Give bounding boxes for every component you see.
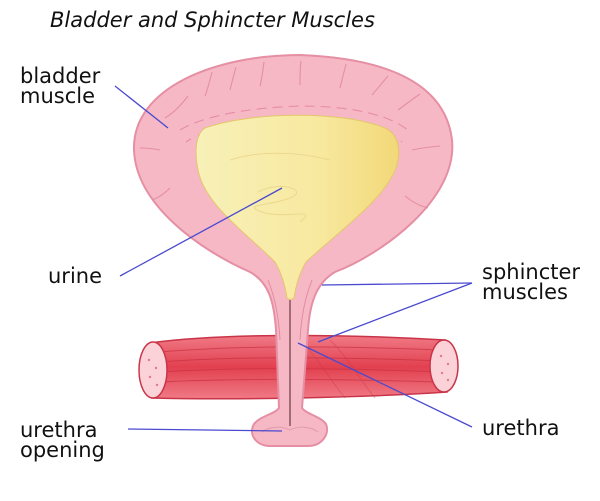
urine <box>195 114 400 300</box>
leader-sphincter-upper <box>321 282 473 286</box>
sphincter-muscle-fibers <box>267 279 313 341</box>
leader-urethra <box>297 342 473 428</box>
leader-urethra-opening <box>127 428 283 432</box>
label-urethra-opening: urethra opening <box>20 418 105 462</box>
leader-sphincter-lower <box>317 282 473 343</box>
diagram-title: Bladder and Sphincter Muscles <box>50 8 375 32</box>
leader-bladder-muscle <box>114 85 169 129</box>
label-urine: urine <box>48 264 103 288</box>
leader-urine <box>119 187 283 277</box>
label-bladder-muscle: bladder muscle <box>20 64 101 108</box>
label-urethra: urethra <box>482 416 560 440</box>
label-sphincter-muscles: sphincter muscles <box>482 260 581 304</box>
